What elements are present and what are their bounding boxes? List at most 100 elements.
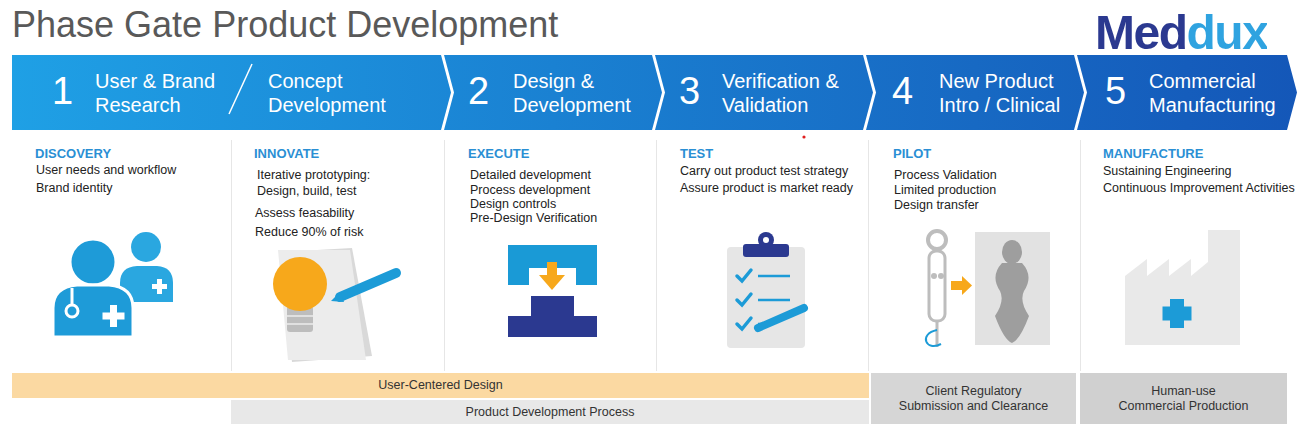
chevron-fill bbox=[866, 55, 1084, 130]
clipboard-clip bbox=[758, 232, 774, 248]
band-label: Human-use Commercial Production bbox=[1117, 384, 1250, 414]
bulb-thread bbox=[287, 315, 313, 317]
doctor-body bbox=[53, 285, 133, 337]
stage-heading: PILOT bbox=[893, 146, 931, 161]
doctors-icon bbox=[53, 232, 173, 337]
pencil-symbol bbox=[340, 273, 396, 297]
process-band: Product Development Process bbox=[231, 400, 869, 424]
idea-icon bbox=[273, 248, 396, 362]
stage-activity: Reduce 90% of risk bbox=[255, 225, 363, 240]
column-separator bbox=[1080, 140, 1081, 371]
factory-building bbox=[1125, 230, 1240, 345]
check-mark bbox=[737, 318, 751, 329]
tray-cavity bbox=[1002, 240, 1022, 264]
phase-title: Verification & Validation bbox=[722, 69, 850, 117]
phase-title: Commercial Manufacturing bbox=[1149, 69, 1289, 117]
phase-chevron: 2 Design & Development bbox=[444, 55, 662, 130]
stage-activity: Design controls bbox=[470, 197, 556, 212]
column-separator bbox=[656, 140, 657, 371]
phase-chevron: 3Verification & Validation bbox=[655, 55, 873, 130]
stage-heading: EXECUTE bbox=[468, 146, 529, 161]
arrow-symbol bbox=[962, 276, 972, 295]
mold-bottom bbox=[508, 296, 597, 337]
phase-number: 4 bbox=[892, 72, 913, 110]
doctor-head bbox=[131, 232, 161, 262]
factory-icon bbox=[1125, 230, 1240, 345]
stage-heading: MANUFACTURE bbox=[1103, 146, 1203, 161]
cross-symbol bbox=[103, 313, 125, 320]
stage-activity: Pre-Design Verification bbox=[470, 211, 597, 226]
band-label: Product Development Process bbox=[466, 405, 635, 420]
clipboard-hole bbox=[763, 237, 769, 243]
stage-activity: Assess feasability bbox=[255, 206, 354, 221]
phase-chevron: 1User & Brand ResearchConcept Developmen… bbox=[12, 55, 451, 130]
stage-activity: Detailed development bbox=[470, 168, 591, 183]
check-mark bbox=[737, 270, 751, 281]
phase-chevron: 4 New Product Intro / Clinical bbox=[866, 55, 1084, 130]
process-band: Human-use Commercial Production bbox=[1080, 373, 1287, 424]
bulb-thread bbox=[287, 323, 313, 325]
band-label: User-Centered Design bbox=[378, 378, 502, 393]
arrow-symbol bbox=[951, 281, 962, 290]
diagram-title: Phase Gate Product Development bbox=[12, 4, 558, 46]
stage-activity: Assure product is market ready bbox=[680, 181, 853, 196]
device-handle bbox=[929, 251, 945, 321]
stage-activity: Design transfer bbox=[894, 198, 979, 213]
stage-activity: Process development bbox=[470, 183, 590, 198]
phase-chevron: 5 Commercial Manufacturing bbox=[1077, 55, 1297, 130]
stethoscope bbox=[66, 305, 78, 317]
stage-heading: TEST bbox=[680, 146, 713, 161]
chevron-fill bbox=[655, 55, 873, 130]
stage-activity: Sustaining Engineering bbox=[1103, 164, 1232, 179]
list-line bbox=[758, 299, 790, 302]
stage-heading: DISCOVERY bbox=[35, 146, 111, 161]
stage-activity: Carry out product test strategy bbox=[680, 164, 848, 179]
stage-activity: Limited production bbox=[894, 183, 996, 198]
doctor-head bbox=[70, 239, 116, 285]
clipboard-board bbox=[727, 247, 805, 348]
pencil-symbol bbox=[758, 308, 804, 328]
bulb-glass bbox=[273, 257, 327, 311]
device-button bbox=[931, 273, 937, 279]
chevron-fill bbox=[444, 55, 662, 130]
cross-symbol bbox=[1163, 307, 1192, 321]
chevron-fill bbox=[12, 55, 451, 130]
pencil-tip bbox=[331, 292, 344, 302]
phase-title: User & Brand Research bbox=[95, 69, 230, 117]
phase-title: New Product Intro / Clinical bbox=[939, 69, 1077, 117]
tray-cavity bbox=[995, 263, 1029, 343]
process-band: Client Regulatory Submission and Clearan… bbox=[871, 373, 1076, 424]
device-ring bbox=[928, 231, 946, 249]
process-band: User-Centered Design bbox=[12, 373, 869, 398]
check-mark bbox=[737, 294, 751, 305]
arrow-symbol bbox=[547, 262, 557, 275]
chevron-fill bbox=[1077, 55, 1297, 130]
cross-symbol bbox=[152, 284, 167, 289]
band-label: Client Regulatory Submission and Clearan… bbox=[896, 384, 1052, 414]
brand-logo: Meddux bbox=[1095, 9, 1267, 57]
device-tube bbox=[936, 321, 939, 347]
chevron-shape bbox=[12, 55, 451, 130]
mold-icon bbox=[508, 245, 597, 337]
stage-activity: Iterative prototyping: bbox=[257, 168, 370, 183]
arrow-symbol bbox=[539, 275, 565, 290]
column-separators bbox=[232, 140, 1081, 371]
stage-activity: Process Validation bbox=[894, 168, 997, 183]
stage-heading: INNOVATE bbox=[254, 146, 319, 161]
column-separator bbox=[231, 140, 232, 371]
stethoscope bbox=[71, 288, 74, 304]
checklist-icon bbox=[727, 232, 805, 348]
device-cable bbox=[926, 330, 941, 346]
phase-number: 5 bbox=[1105, 72, 1126, 110]
column-separator bbox=[444, 140, 445, 371]
stage-activity: Continuous Improvement Activities bbox=[1103, 181, 1295, 196]
stage-activity: Design, build, test bbox=[257, 184, 356, 199]
phase-title: Design & Development bbox=[513, 69, 638, 117]
stage-activity: Brand identity bbox=[36, 181, 112, 196]
stage-activity: User needs and workflow bbox=[36, 163, 176, 178]
device-icon bbox=[926, 231, 1050, 347]
list-line bbox=[758, 275, 790, 278]
phase-number: 2 bbox=[468, 72, 489, 110]
red-dot bbox=[802, 135, 805, 138]
